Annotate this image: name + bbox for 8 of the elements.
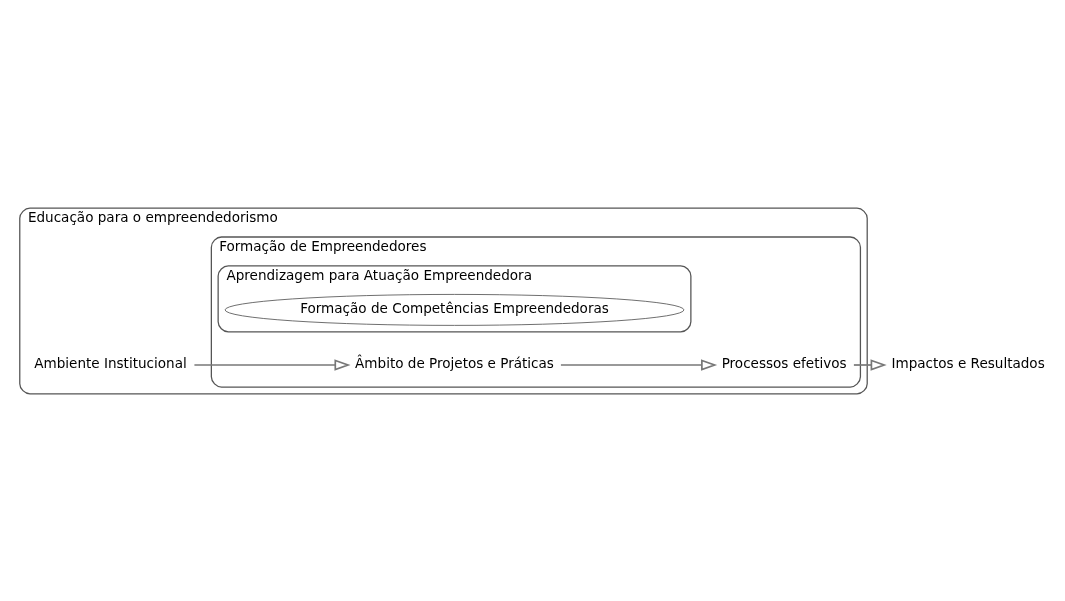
arrow: [193, 358, 351, 371]
node-text: Impactos e Resultados: [891, 354, 1045, 371]
arrow: [853, 358, 887, 371]
node-ellipse: Formação de Competências Empreendedoras: [224, 293, 685, 326]
node-text: Processos efetivos: [721, 354, 847, 371]
node-text: Âmbito de Projetos e Práticas: [355, 354, 554, 371]
arrow: [560, 358, 718, 371]
node-text: Ambiente Institucional: [34, 354, 187, 371]
